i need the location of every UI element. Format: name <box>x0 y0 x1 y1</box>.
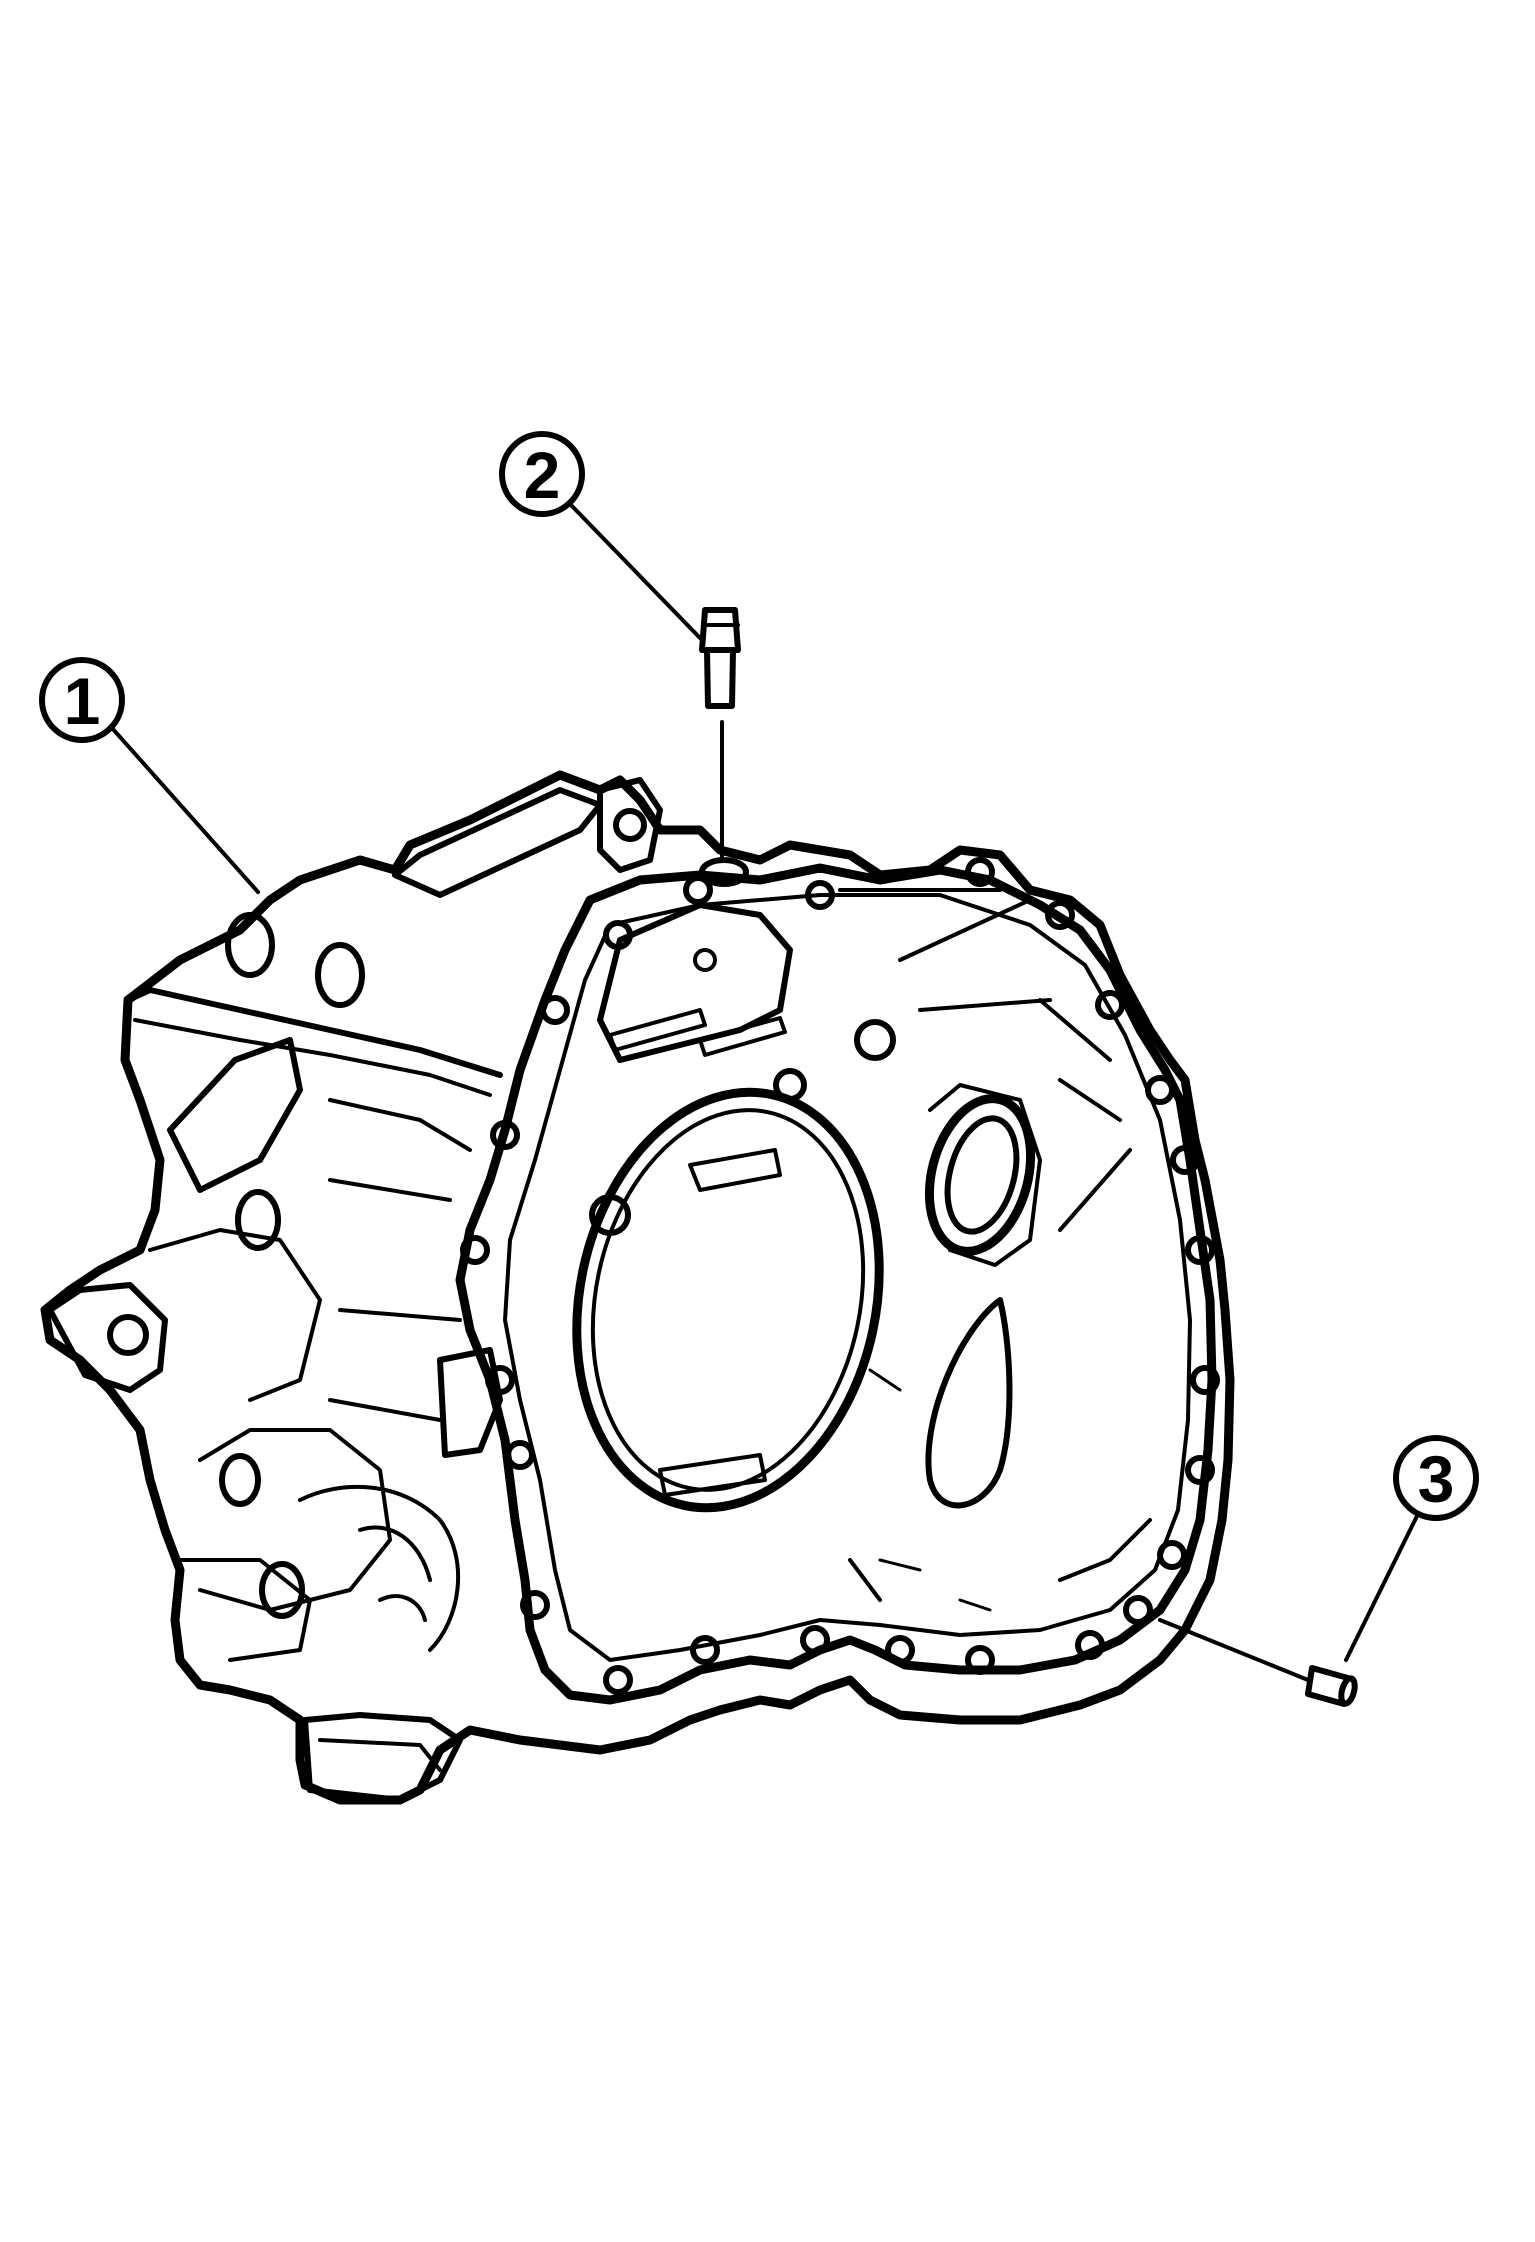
input-shaft-opening <box>572 1087 884 1513</box>
callout-2-label: 2 <box>524 438 561 512</box>
axle-seal-bore-outer <box>924 1094 1036 1256</box>
right-diagonal-line <box>1058 1148 1132 1232</box>
mount-boss-4 <box>219 1453 261 1507</box>
callout-1-label: 1 <box>64 664 101 738</box>
middle-web-d <box>358 1525 432 1622</box>
end-cover-rib-c <box>198 1428 392 1612</box>
top-boss <box>597 777 663 873</box>
differential-opening <box>925 1297 1013 1509</box>
bolt <box>699 607 741 709</box>
end-cover-rib-b <box>148 1228 322 1402</box>
top-boss-hole <box>613 808 647 842</box>
bolt-head <box>699 607 741 653</box>
mount-boss-2 <box>315 942 365 1008</box>
lower-flange-detail <box>848 1518 1152 1602</box>
end-cover-boss-left-hole <box>107 1314 149 1356</box>
input-shaft-opening-inner <box>590 1108 866 1492</box>
bell-housing-inner-rim <box>503 893 1192 1662</box>
bell-housing-flange <box>455 863 1217 1705</box>
end-cover-top-rim-2 <box>133 1018 492 1097</box>
upper-right-ribs <box>838 888 1122 1122</box>
end-cover-top-rim <box>125 987 503 1078</box>
shift-housing-hole <box>693 948 717 972</box>
callout-2-circle <box>499 431 585 517</box>
dowel-install-line <box>1158 1618 1310 1682</box>
shift-rail-2 <box>698 1016 787 1057</box>
bottom-mount-foot-inner <box>318 1738 442 1772</box>
middle-web-c <box>298 1484 461 1652</box>
transaxle-case <box>40 770 1235 1805</box>
callout-3-circle <box>1393 1435 1479 1521</box>
case-outer-silhouette <box>40 770 1235 1805</box>
callout-1-leader <box>110 726 260 894</box>
callout-3-label: 3 <box>1418 1442 1455 1516</box>
end-cover-rib-a <box>167 1037 303 1193</box>
callout-2: 2 <box>499 431 704 642</box>
dowel-pin-end <box>1338 1675 1358 1707</box>
mount-boss-1 <box>225 912 275 978</box>
mount-boss-5 <box>259 1561 305 1619</box>
end-cover-boss-left <box>47 1282 168 1393</box>
middle-web-b <box>437 1347 503 1458</box>
middle-web-a <box>328 1098 472 1422</box>
opening-rib-bottom <box>658 1453 767 1497</box>
bottom-mount-foot <box>302 1712 463 1803</box>
callout-1: 1 <box>39 657 260 894</box>
axle-seal-boss <box>928 1083 1042 1267</box>
end-cover-rib-d <box>178 1558 312 1662</box>
callout-2-leader <box>568 502 704 642</box>
shift-rail-1 <box>608 1008 707 1052</box>
mount-boss-3 <box>235 1189 281 1251</box>
callout-3: 3 <box>1344 1435 1479 1662</box>
callout-1-circle <box>39 657 125 743</box>
dowel-pin <box>1305 1665 1358 1707</box>
axle-seal-bore-inner <box>944 1115 1020 1235</box>
right-side-dash-lines <box>868 1368 992 1612</box>
opening-rib-top <box>688 1148 782 1192</box>
bolt-shank <box>704 647 736 709</box>
callout-3-leader <box>1344 1512 1420 1662</box>
